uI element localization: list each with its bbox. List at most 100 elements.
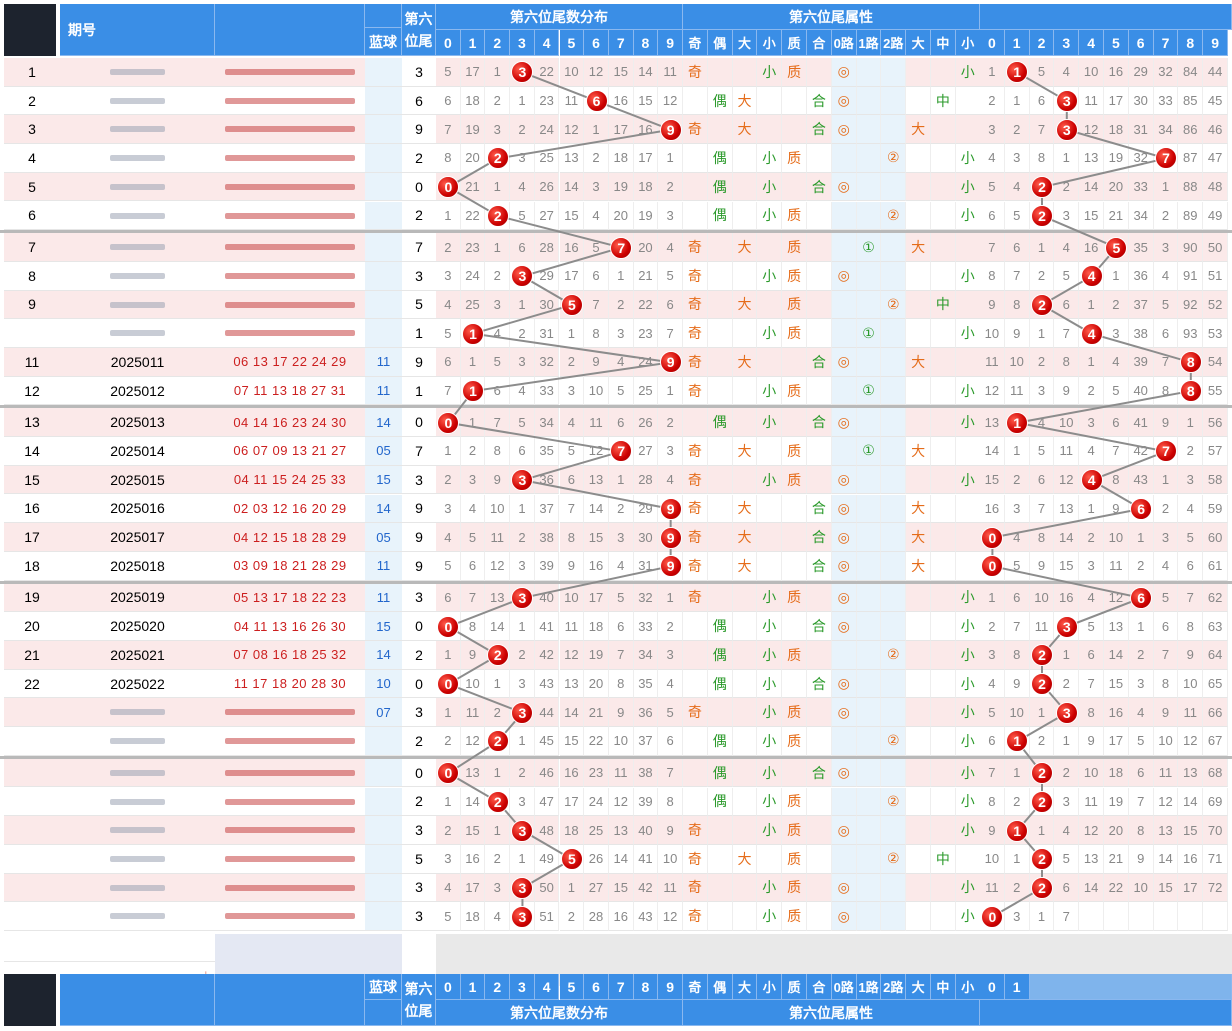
right-miss-cell: 3 bbox=[1104, 319, 1129, 348]
dist-miss-cell: 20 bbox=[584, 669, 609, 699]
right-miss-cell: 85 bbox=[1178, 86, 1204, 116]
right-miss-cell: 7 bbox=[1054, 319, 1080, 348]
attr-cell: 小 bbox=[955, 465, 981, 495]
blurred-period bbox=[110, 212, 165, 219]
dist-miss-cell: 3 bbox=[485, 873, 511, 903]
attr-cell: 偶 bbox=[707, 408, 733, 438]
blue-ball: 11 bbox=[365, 348, 402, 377]
attr-cell bbox=[782, 758, 807, 788]
blurred-period bbox=[110, 827, 165, 834]
right-miss-cell: 4 bbox=[1178, 494, 1204, 524]
attr-cell: ① bbox=[856, 437, 882, 466]
dist-miss-cell: 42 bbox=[633, 873, 659, 903]
sixth-tail-value: 0 bbox=[402, 669, 436, 699]
right-miss-cell: 53 bbox=[1203, 319, 1228, 348]
right-miss-cell: 49 bbox=[1203, 201, 1228, 231]
attr-cell bbox=[782, 115, 807, 145]
row-index bbox=[4, 816, 60, 845]
attr-cell: 偶 bbox=[707, 201, 733, 231]
dist-hit-ball: 3 bbox=[511, 61, 534, 84]
dist-miss-cell: 1 bbox=[485, 816, 511, 845]
attr-cell bbox=[856, 787, 882, 817]
dist-miss-cell: 39 bbox=[633, 787, 659, 817]
right-miss-cell: 3 bbox=[1153, 523, 1179, 552]
attr-cell bbox=[831, 201, 857, 231]
dist-miss-cell: 6 bbox=[584, 261, 609, 291]
dist-miss-cell: 10 bbox=[608, 727, 634, 756]
dist-miss-cell: 5 bbox=[608, 583, 634, 613]
attr-cell bbox=[782, 348, 807, 377]
right-hit-ball: 3 bbox=[1055, 701, 1078, 724]
right-miss-cell: 1 bbox=[1004, 86, 1030, 116]
right-hit-ball: 2 bbox=[1031, 762, 1053, 785]
dist-miss-cell: 3 bbox=[658, 201, 683, 231]
attr-cell bbox=[931, 115, 956, 145]
dist-miss-cell: 5 bbox=[436, 902, 461, 931]
attr-cell bbox=[881, 873, 907, 903]
dist-miss-cell: 2 bbox=[658, 612, 683, 641]
blue-ball bbox=[365, 201, 402, 231]
attr-col-header: 质 bbox=[782, 30, 807, 56]
attr-cell: ② bbox=[881, 290, 907, 320]
red-balls: 05 13 17 18 22 23 bbox=[215, 583, 365, 613]
right-digit-header: 0 bbox=[980, 30, 1005, 56]
dist-miss-cell: 25 bbox=[460, 290, 486, 320]
attr-cell: 小 bbox=[757, 669, 783, 699]
attr-cell: 质 bbox=[782, 465, 807, 495]
right-miss-cell: 10 bbox=[1004, 348, 1030, 377]
dist-miss-cell: 12 bbox=[658, 902, 683, 931]
dist-hit-ball: 2 bbox=[486, 790, 509, 813]
right-miss-cell: 3 bbox=[1153, 233, 1179, 262]
dist-miss-cell: 14 bbox=[559, 172, 585, 202]
attr-cell bbox=[931, 233, 956, 262]
right-miss-cell: 5 bbox=[980, 172, 1005, 202]
blurred-red-balls bbox=[225, 69, 355, 75]
dist-miss-cell: 35 bbox=[633, 669, 659, 699]
attr-cell bbox=[707, 115, 733, 145]
attr-cell: 小 bbox=[757, 758, 783, 788]
blurred-period bbox=[110, 709, 165, 716]
right-miss-cell: 5 bbox=[980, 698, 1005, 728]
right-miss-cell: 5 bbox=[1153, 583, 1179, 613]
dist-miss-cell: 12 bbox=[608, 787, 634, 817]
blue-ball: 11 bbox=[365, 551, 402, 581]
dist-miss-cell: 2 bbox=[485, 844, 511, 874]
row-index bbox=[4, 787, 60, 817]
footer-sixth-line2: 位尾 bbox=[404, 1002, 433, 1019]
period-number bbox=[60, 902, 215, 931]
attr-cell: 偶 bbox=[707, 787, 733, 817]
right-miss-cell: 35 bbox=[1128, 233, 1154, 262]
attr-cell: 奇 bbox=[683, 233, 708, 262]
blurred-period bbox=[110, 330, 165, 337]
right-miss-cell: 10 bbox=[1104, 523, 1129, 552]
dist-miss-cell: 21 bbox=[633, 261, 659, 291]
attr-cell: ② bbox=[881, 641, 907, 670]
blurred-red-balls bbox=[225, 301, 355, 308]
right-miss-cell: 3 bbox=[1079, 551, 1104, 581]
right-miss-cell: 1 bbox=[1029, 233, 1055, 262]
right-miss-cell: 4 bbox=[1128, 698, 1154, 728]
dist-hit-ball: 1 bbox=[462, 322, 485, 345]
dist-miss-cell: 8 bbox=[485, 437, 511, 466]
attr-cell: 小 bbox=[955, 376, 981, 406]
right-miss-cell: 52 bbox=[1203, 290, 1228, 320]
right-miss-cell: 2 bbox=[1128, 551, 1154, 581]
row-index: 11 bbox=[4, 348, 60, 377]
dist-miss-cell: 3 bbox=[510, 144, 535, 173]
empty-left-block bbox=[4, 934, 215, 962]
right-miss-cell: 16 bbox=[1079, 233, 1104, 262]
dist-miss-cell: 4 bbox=[658, 669, 683, 699]
row-index bbox=[4, 758, 60, 788]
right-miss-cell: 8 bbox=[1029, 523, 1055, 552]
right-miss-cell: 34 bbox=[1153, 115, 1179, 145]
dist-digit-header: 0 bbox=[436, 30, 461, 56]
right-miss-cell: 50 bbox=[1203, 233, 1228, 262]
dist-miss-cell: 16 bbox=[608, 902, 634, 931]
attr-cell bbox=[906, 172, 931, 202]
dist-miss-cell: 9 bbox=[485, 465, 511, 495]
dist-miss-cell: 16 bbox=[584, 551, 609, 581]
right-miss-cell bbox=[1153, 902, 1179, 931]
attr-cell bbox=[757, 437, 783, 466]
attr-cell bbox=[732, 612, 758, 641]
dist-miss-cell: 23 bbox=[460, 233, 486, 262]
